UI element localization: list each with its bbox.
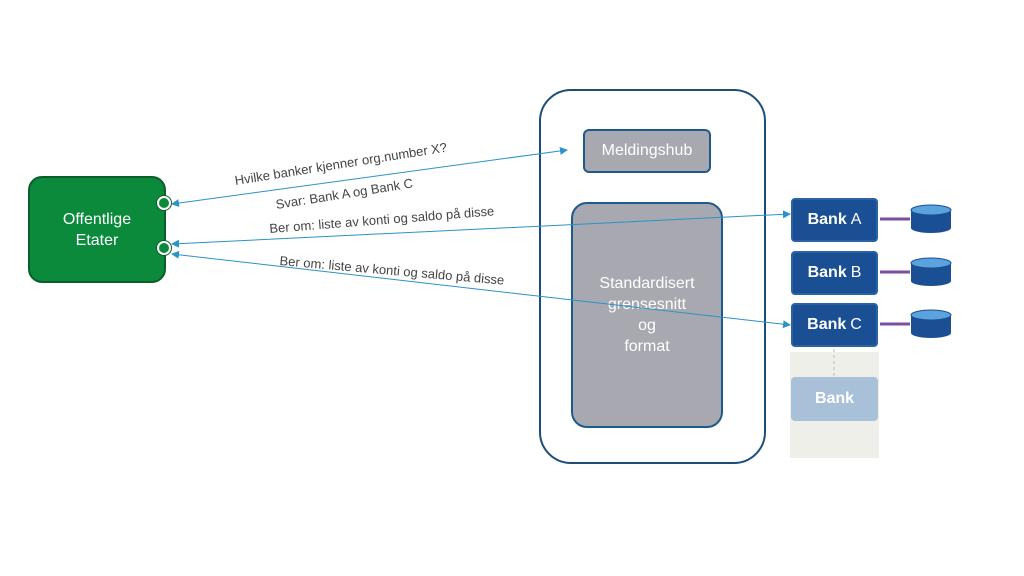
agency-port-bottom (157, 241, 171, 255)
bank-b-letter: B (850, 264, 862, 281)
meldingshub-label: Meldingshub (601, 142, 693, 159)
request-a-arrow (171, 210, 791, 248)
query-arrow (171, 146, 568, 208)
bank-b-word: Bank (807, 264, 847, 281)
bank-b-database-icon (910, 257, 952, 286)
bank-a-word: Bank (807, 211, 847, 228)
meldingshub-box: Meldingshub (583, 129, 711, 173)
bank-a-letter: A (850, 211, 862, 228)
request-c-arrow (171, 250, 791, 329)
bank-c-letter: C (850, 316, 862, 333)
standard-line-4: format (624, 338, 670, 355)
bank-c-database-icon (910, 309, 952, 338)
agency-port-top (157, 196, 171, 210)
bank-c-word: Bank (807, 316, 847, 333)
future-bank-label: Bank (814, 390, 855, 407)
bank-a-database-icon (910, 204, 952, 233)
agency-box: Offentlige Etater (28, 176, 166, 283)
future-bank-box: Bank (791, 377, 878, 421)
agency-line-2: Etater (75, 231, 119, 249)
agency-line-1: Offentlige (62, 210, 132, 228)
